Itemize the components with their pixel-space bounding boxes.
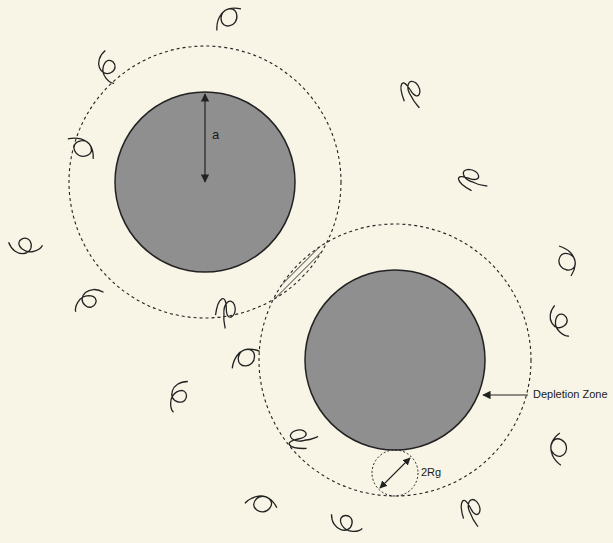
polymer-coil <box>92 50 126 84</box>
overlap-hatch <box>259 224 531 496</box>
polymer-coil <box>546 431 572 465</box>
colloid-particle <box>115 92 295 272</box>
polymer-coil <box>559 246 575 276</box>
polymer-coil <box>245 489 279 518</box>
annotation-label: Depletion Zone <box>533 388 608 401</box>
polymer-coil <box>545 305 577 337</box>
polymer-size-circle <box>372 450 418 496</box>
polymer-coil <box>457 497 484 527</box>
depletion-zone <box>259 224 531 496</box>
polymer-coil <box>456 165 487 197</box>
polymer-coil <box>398 80 424 108</box>
dimension-label: a <box>212 128 219 143</box>
polymer-coil <box>8 227 43 262</box>
polymer-coil <box>211 5 245 31</box>
polymer-coil <box>68 131 97 165</box>
polymer-coil <box>229 347 261 368</box>
dimension-label: 2Rg <box>421 466 441 479</box>
colloid-particle <box>305 270 485 450</box>
depletion-zone <box>69 46 341 318</box>
polymer-coil <box>286 424 318 455</box>
polymer-coil <box>208 295 241 328</box>
radius-arrow <box>204 94 205 182</box>
polymer-coil <box>164 380 196 412</box>
leader-arrow <box>483 394 528 395</box>
diameter-arrow <box>380 458 410 488</box>
polymer-coil <box>75 287 104 316</box>
polymer-coil <box>330 506 362 538</box>
